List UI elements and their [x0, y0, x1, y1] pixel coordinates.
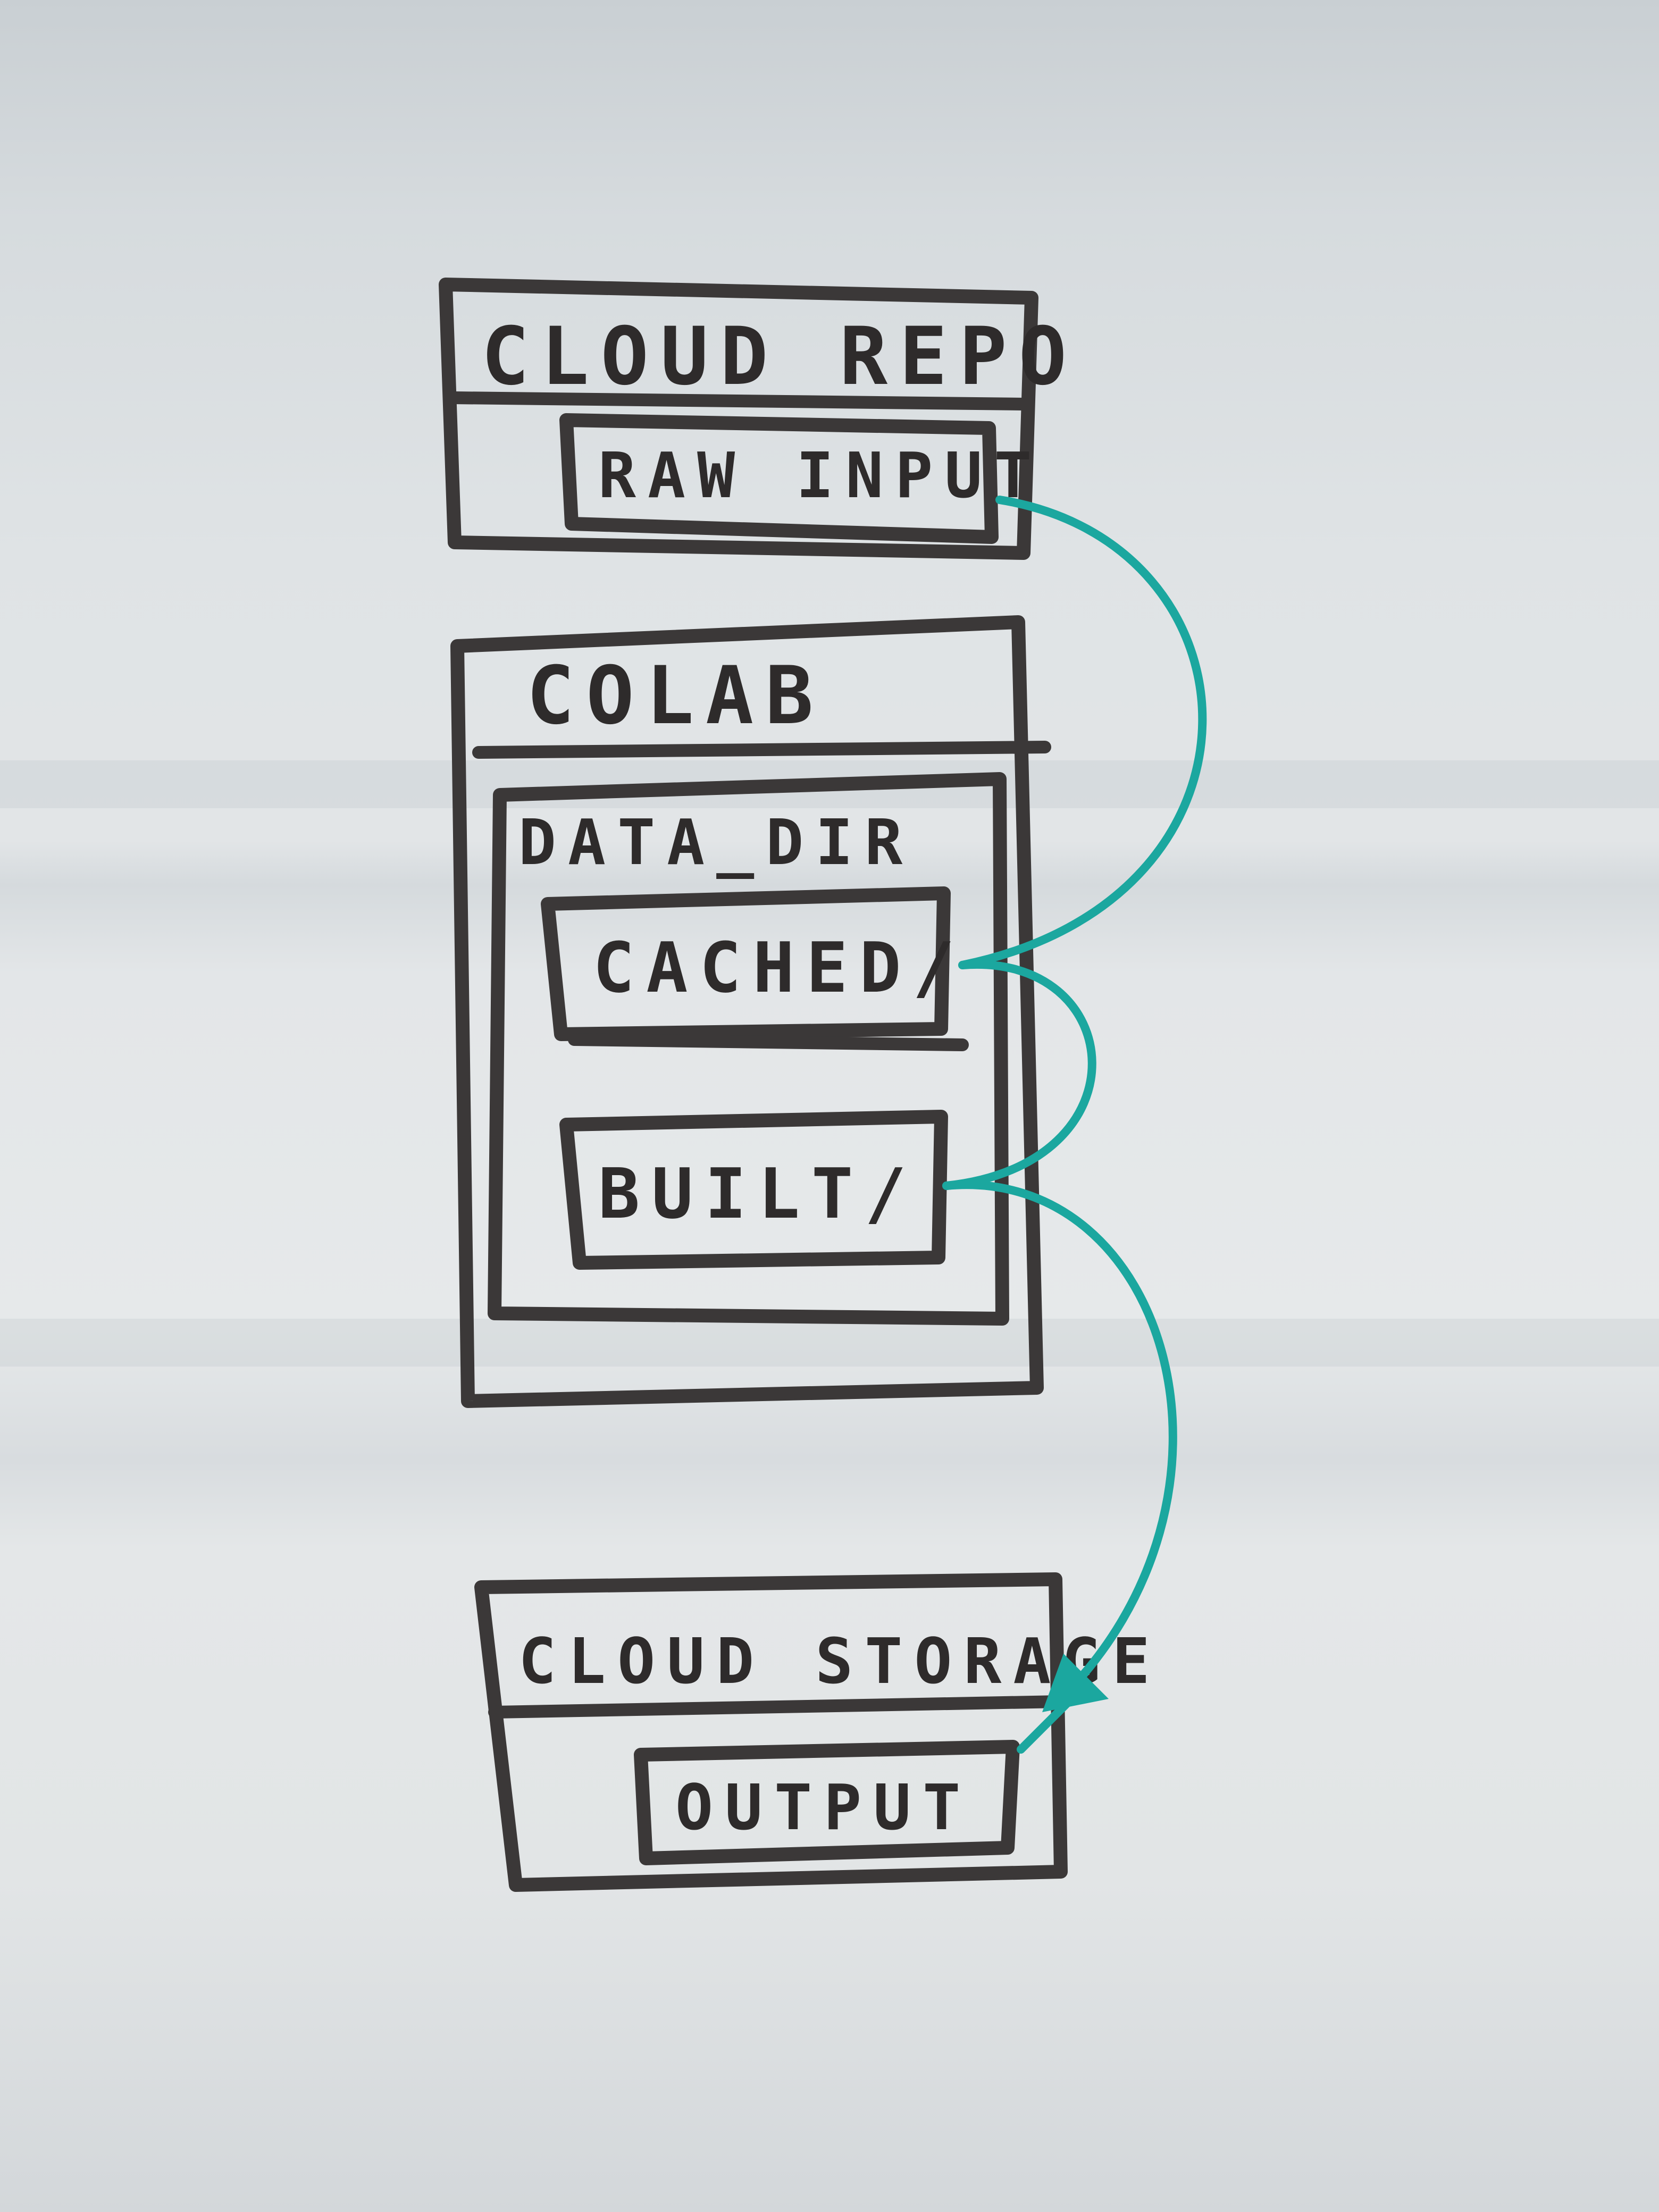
- cloud-storage-outline: [474, 1572, 1068, 1892]
- cloud-storage-divider: [488, 1695, 1067, 1719]
- whiteboard-shadow-band: [0, 1319, 1659, 1367]
- cached-dir-underline: [568, 1033, 969, 1051]
- cloud-repo-box: CLOUD REPO RAW INPUT: [439, 278, 1078, 560]
- raw-input-box: RAW INPUT: [559, 413, 1043, 544]
- output-outline: [634, 1740, 1020, 1865]
- raw-input-to-cached-arrow: [958, 496, 1207, 969]
- raw-input-label: RAW INPUT: [598, 439, 1043, 512]
- data-dir-box: DATA_DIR CACHED/ BUILT/: [488, 772, 1009, 1326]
- cached-to-built-arrow: [942, 960, 1096, 1190]
- cached-dir-label: CACHED/: [593, 927, 966, 1008]
- data-dir-outline: [488, 772, 1009, 1326]
- cached-dir-outline: [541, 886, 951, 1041]
- arrowhead-icon: [1042, 1654, 1109, 1712]
- cloud-repo-title: CLOUD REPO: [481, 311, 1078, 403]
- data-dir-title: DATA_DIR: [518, 806, 914, 879]
- output-box: OUTPUT: [634, 1740, 1020, 1865]
- built-dir-outline: [559, 1110, 948, 1270]
- built-dir-label: BUILT/: [598, 1153, 918, 1234]
- raw-input-outline: [559, 413, 999, 544]
- colab-divider: [472, 741, 1051, 759]
- output-label: OUTPUT: [675, 1771, 972, 1844]
- colab-title: COLAB: [526, 650, 825, 742]
- cloud-storage-box: CLOUD STORAGE OUTPUT: [474, 1572, 1162, 1892]
- cloud-repo-outline: [439, 278, 1038, 560]
- built-dir-box: BUILT/: [559, 1110, 948, 1270]
- cached-dir-box: CACHED/: [541, 886, 969, 1051]
- colab-outline: [450, 615, 1044, 1408]
- built-to-output-arrow: [942, 1180, 1177, 1706]
- cloud-repo-divider: [446, 391, 1030, 410]
- colab-box: COLAB DATA_DIR CACHED/ BUILT/: [450, 615, 1051, 1408]
- cloud-storage-title: CLOUD STORAGE: [518, 1624, 1162, 1698]
